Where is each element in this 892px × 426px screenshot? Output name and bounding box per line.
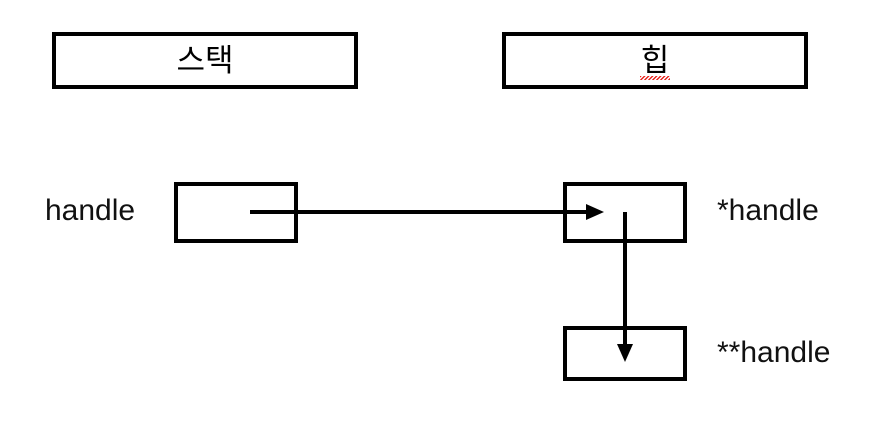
stack-region-box: 스택	[52, 32, 358, 89]
arrow-handle-to-pointee	[250, 204, 604, 220]
pointee-label: *handle	[717, 194, 819, 227]
heap-region-label: 힙	[639, 43, 670, 80]
pointee-pointee-label: **handle	[717, 336, 831, 369]
handle-cell-box	[174, 182, 298, 243]
pointee-cell-box	[563, 182, 687, 243]
handle-label: handle	[45, 194, 136, 227]
heap-region-box: 힙	[502, 32, 808, 89]
pointee-pointee-cell-box	[563, 326, 687, 381]
stack-region-label: 스택	[176, 43, 234, 78]
